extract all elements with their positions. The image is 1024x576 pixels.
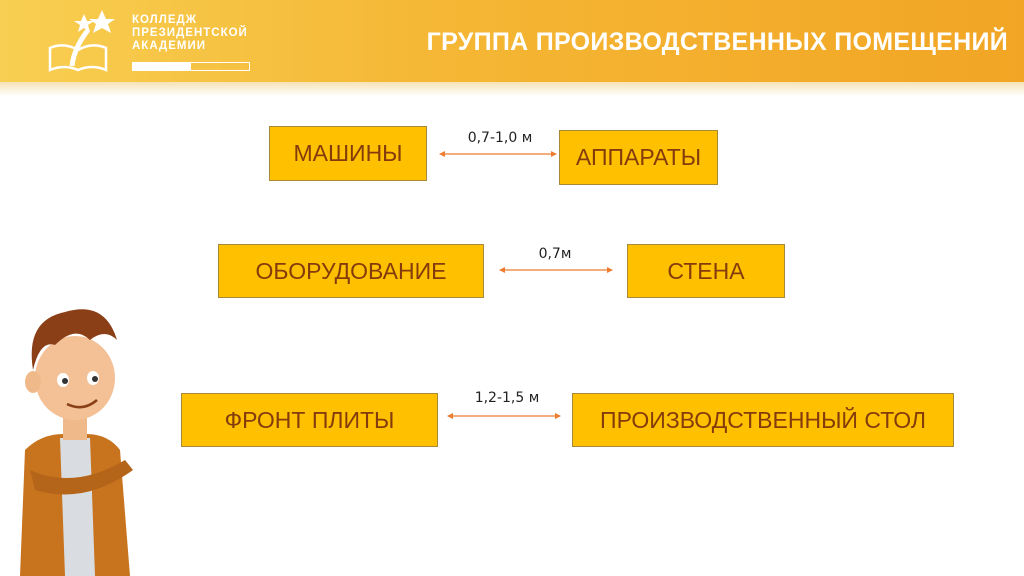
slide-title: ГРУППА ПРОИЗВОДСТВЕННЫХ ПОМЕЩЕНИЙ <box>426 28 1008 56</box>
box-equipment: ОБОРУДОВАНИЕ <box>218 244 484 298</box>
double-arrow-icon <box>447 413 561 419</box>
double-arrow-icon <box>439 151 557 157</box>
distance-label: 0,7м <box>538 246 572 262</box>
box-machines: МАШИНЫ <box>269 126 427 181</box>
box-stove-front: ФРОНТ ПЛИТЫ <box>181 393 438 447</box>
box-apparatus: АППАРАТЫ <box>559 130 718 185</box>
logo-line: ПРЕЗИДЕНТСКОЙ <box>132 27 248 39</box>
college-logo: КОЛЛЕДЖ ПРЕЗИДЕНТСКОЙ АКАДЕМИИ <box>44 8 274 76</box>
star-book-icon <box>48 10 115 72</box>
logo-line: АКАДЕМИИ <box>132 40 207 52</box>
box-wall: СТЕНА <box>627 244 785 298</box>
logo-strip <box>132 62 250 71</box>
double-arrow-icon <box>499 267 613 273</box>
distance-label: 1,2-1,5 м <box>474 390 540 406</box>
cartoon-man-illustration <box>20 309 133 576</box>
distance-label: 0,7-1,0 м <box>467 130 533 146</box>
logo-line: КОЛЛЕДЖ <box>132 14 198 26</box>
box-production-table: ПРОИЗВОДСТВЕННЫЙ СТОЛ <box>572 393 954 447</box>
header-bar: КОЛЛЕДЖ ПРЕЗИДЕНТСКОЙ АКАДЕМИИ ГРУППА ПР… <box>0 0 1024 96</box>
